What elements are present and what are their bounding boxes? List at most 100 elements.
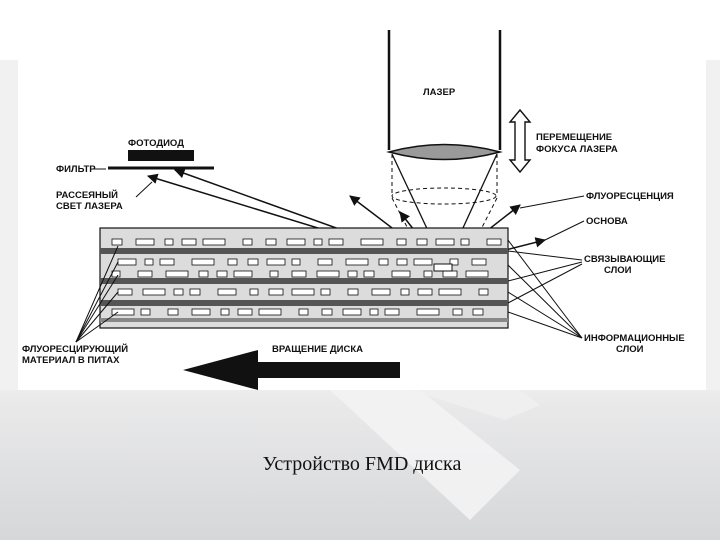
fluor-material-label-2: МАТЕРИАЛ В ПИТАХ: [22, 355, 120, 366]
disc-pit: [328, 238, 344, 246]
disc-pit: [198, 270, 209, 278]
info-layers-label-1: ИНФОРМАЦИОННЫЕ: [584, 333, 685, 344]
disc-pit: [286, 238, 306, 246]
right-leader-lines: [507, 195, 585, 339]
disc-pit: [227, 258, 238, 266]
disc-pit: [449, 258, 459, 266]
disc-pit: [423, 270, 433, 278]
disc-pit: [111, 308, 135, 316]
disc-pit: [438, 288, 462, 296]
disc-pit: [360, 238, 384, 246]
focus-movement-label-1: ПЕРЕМЕЩЕНИЕ: [536, 132, 612, 143]
disc-pit: [320, 288, 331, 296]
disc-pit: [298, 308, 309, 316]
disc-pit: [291, 288, 315, 296]
disc-pit: [142, 288, 166, 296]
disc-pit: [486, 238, 502, 246]
disc-pit: [247, 258, 259, 266]
disc-pit: [265, 238, 277, 246]
disc-pit: [391, 270, 411, 278]
disc-pit: [164, 238, 174, 246]
focus-spot: [433, 263, 453, 272]
disc-pit: [413, 258, 433, 266]
disc-pit: [165, 270, 189, 278]
disc-pit: [384, 308, 400, 316]
disc-pit: [396, 258, 408, 266]
disc-pit: [159, 258, 175, 266]
disc-pit: [442, 270, 458, 278]
disc-pit: [140, 308, 151, 316]
disc-pit: [202, 238, 226, 246]
disc-rotation-label: ВРАЩЕНИЕ ДИСКА: [272, 344, 363, 355]
disc-pit: [117, 258, 137, 266]
focus-movement-label-2: ФОКУСА ЛАЗЕРА: [536, 144, 618, 155]
caption-text: Устройство FMD диска: [262, 453, 462, 475]
disc-pit: [371, 288, 391, 296]
binding-layers-label-2: СЛОИ: [604, 265, 632, 276]
disc-pit: [416, 308, 440, 316]
disc-pit: [345, 258, 369, 266]
photodiode-label: ФОТОДИОД: [128, 138, 184, 149]
disc-pit: [181, 238, 197, 246]
disc-rotation-arrow: [183, 350, 400, 390]
laser-label: ЛАЗЕР: [423, 87, 456, 98]
disc-pit: [220, 308, 230, 316]
photodiode: [128, 150, 194, 161]
disc-pit: [249, 288, 259, 296]
disc-pit: [173, 288, 184, 296]
disc-pit: [237, 308, 253, 316]
binding-layers-label-1: СВЯЗЫВАЮЩИЕ: [584, 254, 665, 265]
base-label: ОСНОВА: [586, 216, 628, 227]
disc-pit: [316, 270, 340, 278]
info-layers-label-2: СЛОИ: [616, 344, 644, 355]
disc-pit: [268, 288, 284, 296]
disc-pit: [460, 238, 470, 246]
disc-pit: [347, 288, 359, 296]
disc-pit: [435, 238, 455, 246]
disc-pit: [396, 238, 407, 246]
disc-pit: [111, 238, 123, 246]
disc-pit: [135, 238, 155, 246]
disc-pit: [417, 288, 433, 296]
disc-pit: [144, 258, 154, 266]
disc-pit: [191, 308, 211, 316]
disc-pit: [258, 308, 282, 316]
disc-pit: [189, 288, 201, 296]
disc-pit: [291, 270, 307, 278]
left-leader-lines: [75, 245, 119, 343]
fluorescence-label: ФЛУОРЕСЦЕНЦИЯ: [586, 191, 674, 202]
scattered-light-label-2: СВЕТ ЛАЗЕРА: [56, 201, 123, 212]
disc-pit: [369, 308, 379, 316]
disc-pit: [472, 308, 484, 316]
disc-pit: [266, 258, 286, 266]
laser-tube: [386, 30, 503, 161]
disc-pit: [478, 288, 489, 296]
disc-pit: [117, 288, 133, 296]
disc-pits: [111, 238, 502, 316]
disc-pit: [137, 270, 153, 278]
disc-pit: [216, 270, 228, 278]
filter-label: ФИЛЬТР: [56, 164, 96, 175]
disc-pit: [291, 258, 301, 266]
slide-caption: Устройство FMD диска: [0, 453, 720, 476]
disc-pit: [233, 270, 253, 278]
disc-pit: [378, 258, 389, 266]
disc-pit: [191, 258, 215, 266]
scattered-light-label-1: РАССЕЯНЫЙ: [56, 189, 118, 201]
laser-lens: [386, 143, 503, 161]
fluor-material-label-1: ФЛУОРЕСЦИРУЮЩИЙ: [22, 343, 128, 355]
disc-pit: [269, 270, 279, 278]
disc-pit: [342, 308, 362, 316]
disc-pit: [400, 288, 410, 296]
disc-pit: [363, 270, 375, 278]
disc-pit: [321, 308, 333, 316]
disc-pit: [471, 258, 487, 266]
disc-pit: [317, 258, 333, 266]
disc-pit: [465, 270, 489, 278]
disc-pit: [416, 238, 428, 246]
disc-pit: [242, 238, 253, 246]
disc-pit: [217, 288, 237, 296]
disc-pit: [452, 308, 463, 316]
